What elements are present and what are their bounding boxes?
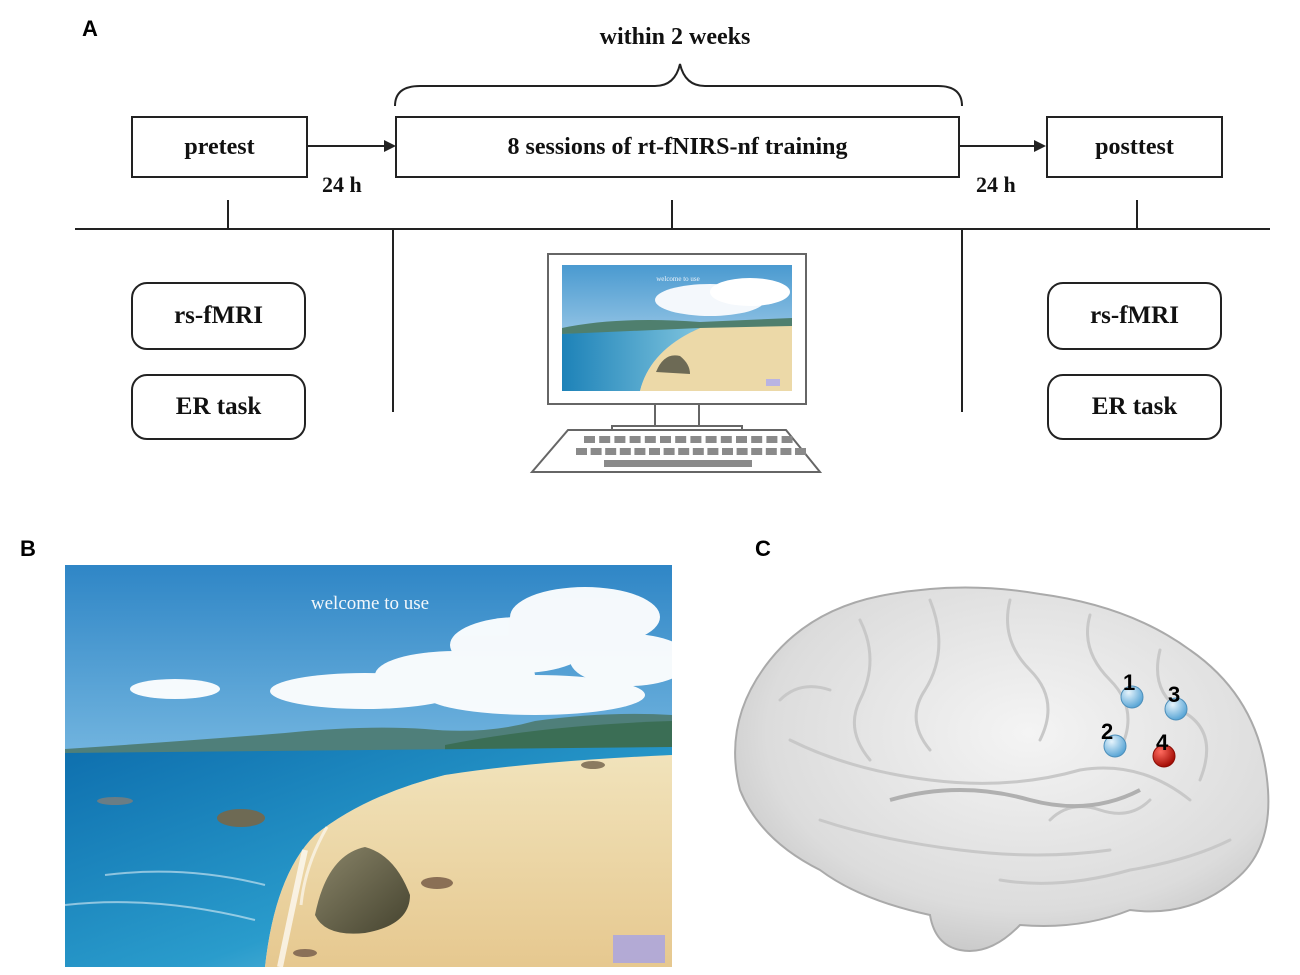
panel-c-label: C bbox=[755, 536, 771, 561]
pre-rs-fmri-box: rs-fMRI bbox=[131, 282, 306, 350]
rocks bbox=[97, 761, 605, 957]
channel-4-label: 4 bbox=[1156, 730, 1169, 755]
pretest-box: pretest bbox=[131, 116, 308, 178]
channel-4-marker bbox=[1152, 744, 1176, 768]
keyboard-key bbox=[619, 448, 631, 455]
gap-left-label: 24 h bbox=[322, 172, 362, 197]
panel-b-label: B bbox=[20, 536, 36, 561]
channel-3-marker bbox=[1164, 697, 1188, 721]
channel-2-label: 2 bbox=[1101, 719, 1114, 744]
keyboard-key bbox=[660, 436, 671, 443]
channel-1-label: 1 bbox=[1123, 670, 1136, 695]
keyboard-key bbox=[605, 448, 617, 455]
channel-3-label: 3 bbox=[1168, 682, 1181, 707]
keyboard-key bbox=[736, 448, 748, 455]
post-rs-fmri-box: rs-fMRI bbox=[1047, 282, 1222, 350]
pre-er-task-box: ER task bbox=[131, 374, 306, 440]
keyboard-key bbox=[705, 436, 717, 443]
keyboard-key bbox=[599, 436, 611, 443]
keyboard-key bbox=[584, 436, 595, 443]
post-er-task-box: ER task bbox=[1047, 374, 1222, 440]
keyboard-key bbox=[751, 448, 763, 455]
keyboard-key bbox=[614, 436, 626, 443]
keyboard-key bbox=[692, 448, 704, 455]
keyboard-key bbox=[576, 448, 587, 455]
duration-brace bbox=[394, 63, 963, 107]
keyboard-key bbox=[765, 448, 777, 455]
training-box: 8 sessions of rt-fNIRS-nf training bbox=[395, 116, 960, 178]
keyboard-key bbox=[644, 436, 656, 443]
channel-2-marker bbox=[1103, 734, 1127, 758]
posttest-box: posttest bbox=[1046, 116, 1223, 178]
keyboard-key bbox=[590, 448, 602, 455]
keyboard-key bbox=[678, 448, 690, 455]
keyboard-key bbox=[675, 436, 687, 443]
keyboard-key bbox=[707, 448, 719, 455]
beach-screenshot: welcome to use bbox=[65, 565, 672, 967]
keyboard-key bbox=[751, 436, 763, 443]
keyboard-key bbox=[722, 448, 733, 455]
keyboard-key bbox=[634, 448, 646, 455]
gap-right-label: 24 h bbox=[976, 172, 1016, 197]
channel-1-marker bbox=[1120, 685, 1144, 709]
keyboard-key bbox=[604, 460, 752, 467]
keyboard-keys bbox=[576, 436, 806, 467]
keyboard-key bbox=[649, 448, 660, 455]
keyboard-key bbox=[795, 448, 806, 455]
brain-illustration bbox=[734, 586, 1270, 952]
keyboard-key bbox=[781, 436, 793, 443]
keyboard-key bbox=[690, 436, 702, 443]
clouds bbox=[130, 587, 672, 715]
welcome-caption: welcome to use bbox=[310, 593, 430, 614]
panel-a-label: A bbox=[82, 16, 98, 41]
keyboard-key bbox=[720, 436, 732, 443]
computer-screen-caption: welcome to use bbox=[656, 275, 700, 283]
keyboard-key bbox=[629, 436, 641, 443]
keyboard-key bbox=[736, 436, 747, 443]
keyboard-key bbox=[663, 448, 675, 455]
keyboard-key bbox=[780, 448, 792, 455]
keyboard-key bbox=[766, 436, 778, 443]
duration-label: within 2 weeks bbox=[599, 24, 751, 50]
